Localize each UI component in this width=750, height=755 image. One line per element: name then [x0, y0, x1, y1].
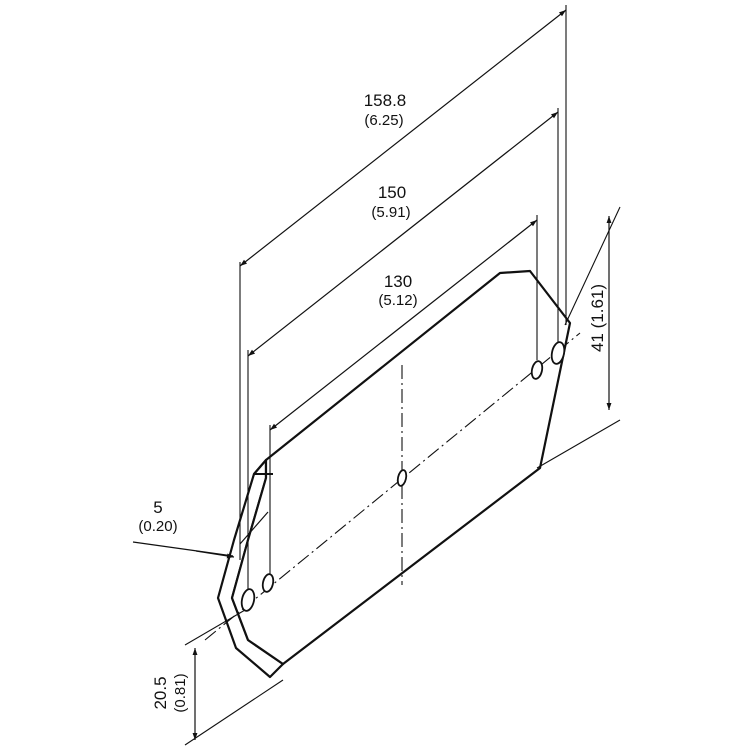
plate-front-face [230, 269, 572, 666]
dimension-lines [132, 9, 612, 740]
dim-line-130 [269, 219, 538, 431]
thickness-alt: (0.20) [138, 518, 177, 535]
center-height-value: 20.5 [151, 676, 170, 709]
extension-lines [184, 5, 621, 746]
overall-length-alt: (6.25) [364, 112, 403, 129]
dim-line-overall-length [239, 9, 567, 267]
plate-thickness-edge [253, 459, 267, 475]
hole-left-outer [240, 588, 256, 612]
center-height-alt: (0.81) [172, 673, 189, 712]
ext-line-20-bottom [184, 679, 284, 746]
hole-spacing-inner-value: 130 [384, 272, 412, 291]
dim-line-5-arrow [195, 550, 235, 559]
hole-left-inner [261, 573, 275, 593]
overall-length-value: 158.8 [364, 91, 407, 110]
hole-center [396, 469, 408, 487]
hole-spacing-inner-alt: (5.12) [378, 292, 417, 309]
height-label: 41 (1.61) [588, 284, 607, 352]
dimension-labels: 158.8 (6.25) 150 (5.91) 130 (5.12) 5 (0.… [138, 91, 607, 713]
ext-line-20-top [184, 609, 246, 646]
hole-spacing-outer-alt: (5.91) [371, 204, 410, 221]
dim-line-5-ext [239, 511, 269, 545]
hole-spacing-outer-value: 150 [378, 183, 406, 202]
thickness-value: 5 [153, 498, 162, 517]
ext-line-41-bottom [536, 419, 621, 469]
